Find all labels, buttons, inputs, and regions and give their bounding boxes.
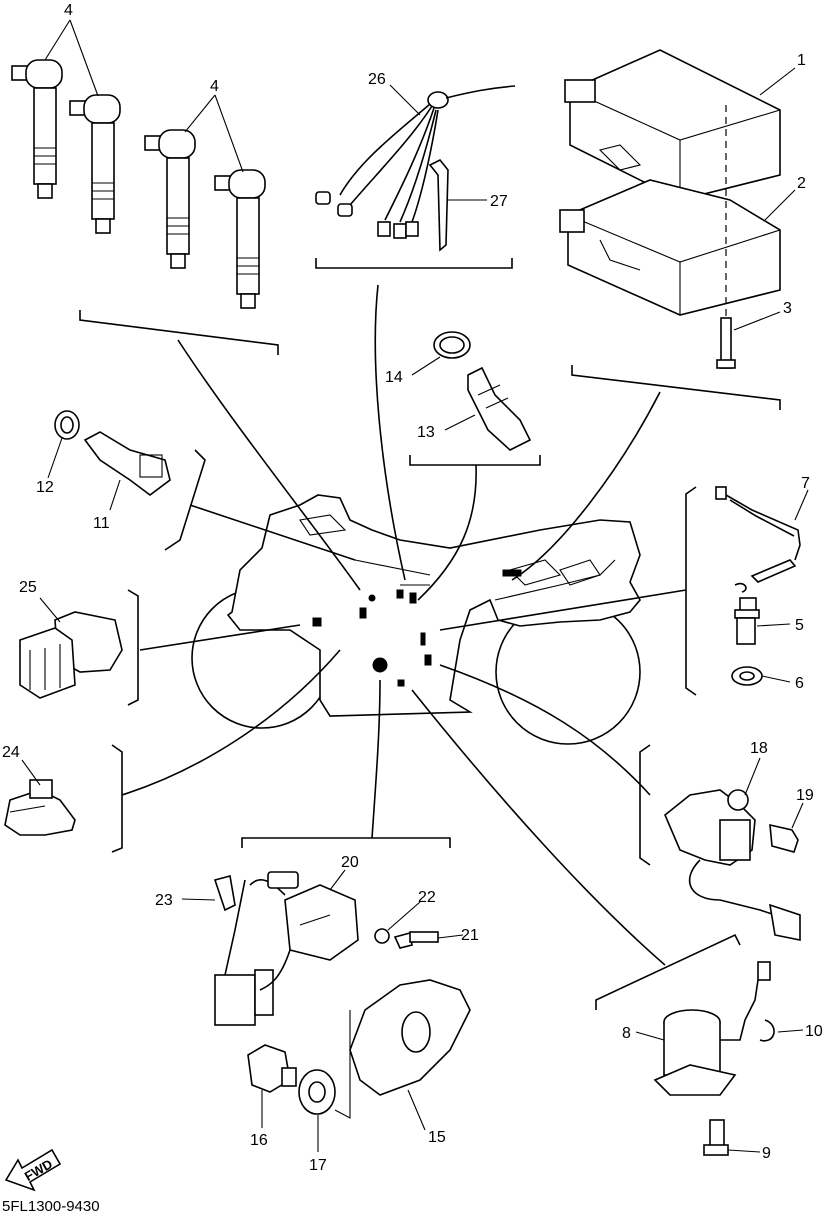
motorcycle-outline xyxy=(191,494,641,745)
callout-11: 11 xyxy=(93,515,110,532)
callout-23: 23 xyxy=(155,892,173,909)
callout-24: 24 xyxy=(2,744,20,761)
callout-10: 10 xyxy=(805,1023,823,1040)
lower-assembly-15-23 xyxy=(213,837,471,1119)
callout-9: 9 xyxy=(762,1145,771,1162)
callout-15: 15 xyxy=(428,1129,446,1146)
ignition-coils xyxy=(11,19,279,355)
callout-27: 27 xyxy=(490,193,508,210)
callout-numbers: 1 2 3 4 4 5 6 7 8 9 10 11 12 13 14 15 16… xyxy=(2,2,823,1174)
callout-4a: 4 xyxy=(64,2,73,19)
callout-12: 12 xyxy=(36,479,54,496)
callout-2: 2 xyxy=(797,175,806,192)
ecu-assembly xyxy=(559,49,781,410)
leader-lines xyxy=(121,284,687,966)
callout-19: 19 xyxy=(796,787,814,804)
sensor-lead-7-5-6 xyxy=(685,486,801,696)
callout-18: 18 xyxy=(750,740,768,757)
callout-3: 3 xyxy=(783,300,792,317)
callout-21: 21 xyxy=(461,927,479,944)
crank-sensor-18-19 xyxy=(639,744,801,941)
pressure-sensor xyxy=(409,331,541,466)
forward-arrow-icon: FWD xyxy=(4,1148,62,1192)
callout-13: 13 xyxy=(417,424,435,441)
sensor-25 xyxy=(19,589,139,706)
sensor-24 xyxy=(4,744,123,853)
diagram-part-code: 5FL1300-9430 xyxy=(2,1198,100,1215)
callout-16: 16 xyxy=(250,1132,268,1149)
temperature-sensor xyxy=(54,410,206,551)
callout-leaders xyxy=(21,67,809,1153)
callout-7: 7 xyxy=(801,475,810,492)
callout-26: 26 xyxy=(368,71,386,88)
callout-4b: 4 xyxy=(210,78,219,95)
callout-8: 8 xyxy=(622,1025,631,1042)
callout-17: 17 xyxy=(309,1157,327,1174)
callout-6: 6 xyxy=(795,675,804,692)
solenoid-8-9-10 xyxy=(595,933,775,1156)
callout-20: 20 xyxy=(341,854,359,871)
callout-25: 25 xyxy=(19,579,37,596)
callout-1: 1 xyxy=(797,52,806,69)
wire-harness xyxy=(315,85,516,269)
callout-14: 14 xyxy=(385,369,403,386)
callout-22: 22 xyxy=(418,889,436,906)
callout-5: 5 xyxy=(795,617,804,634)
